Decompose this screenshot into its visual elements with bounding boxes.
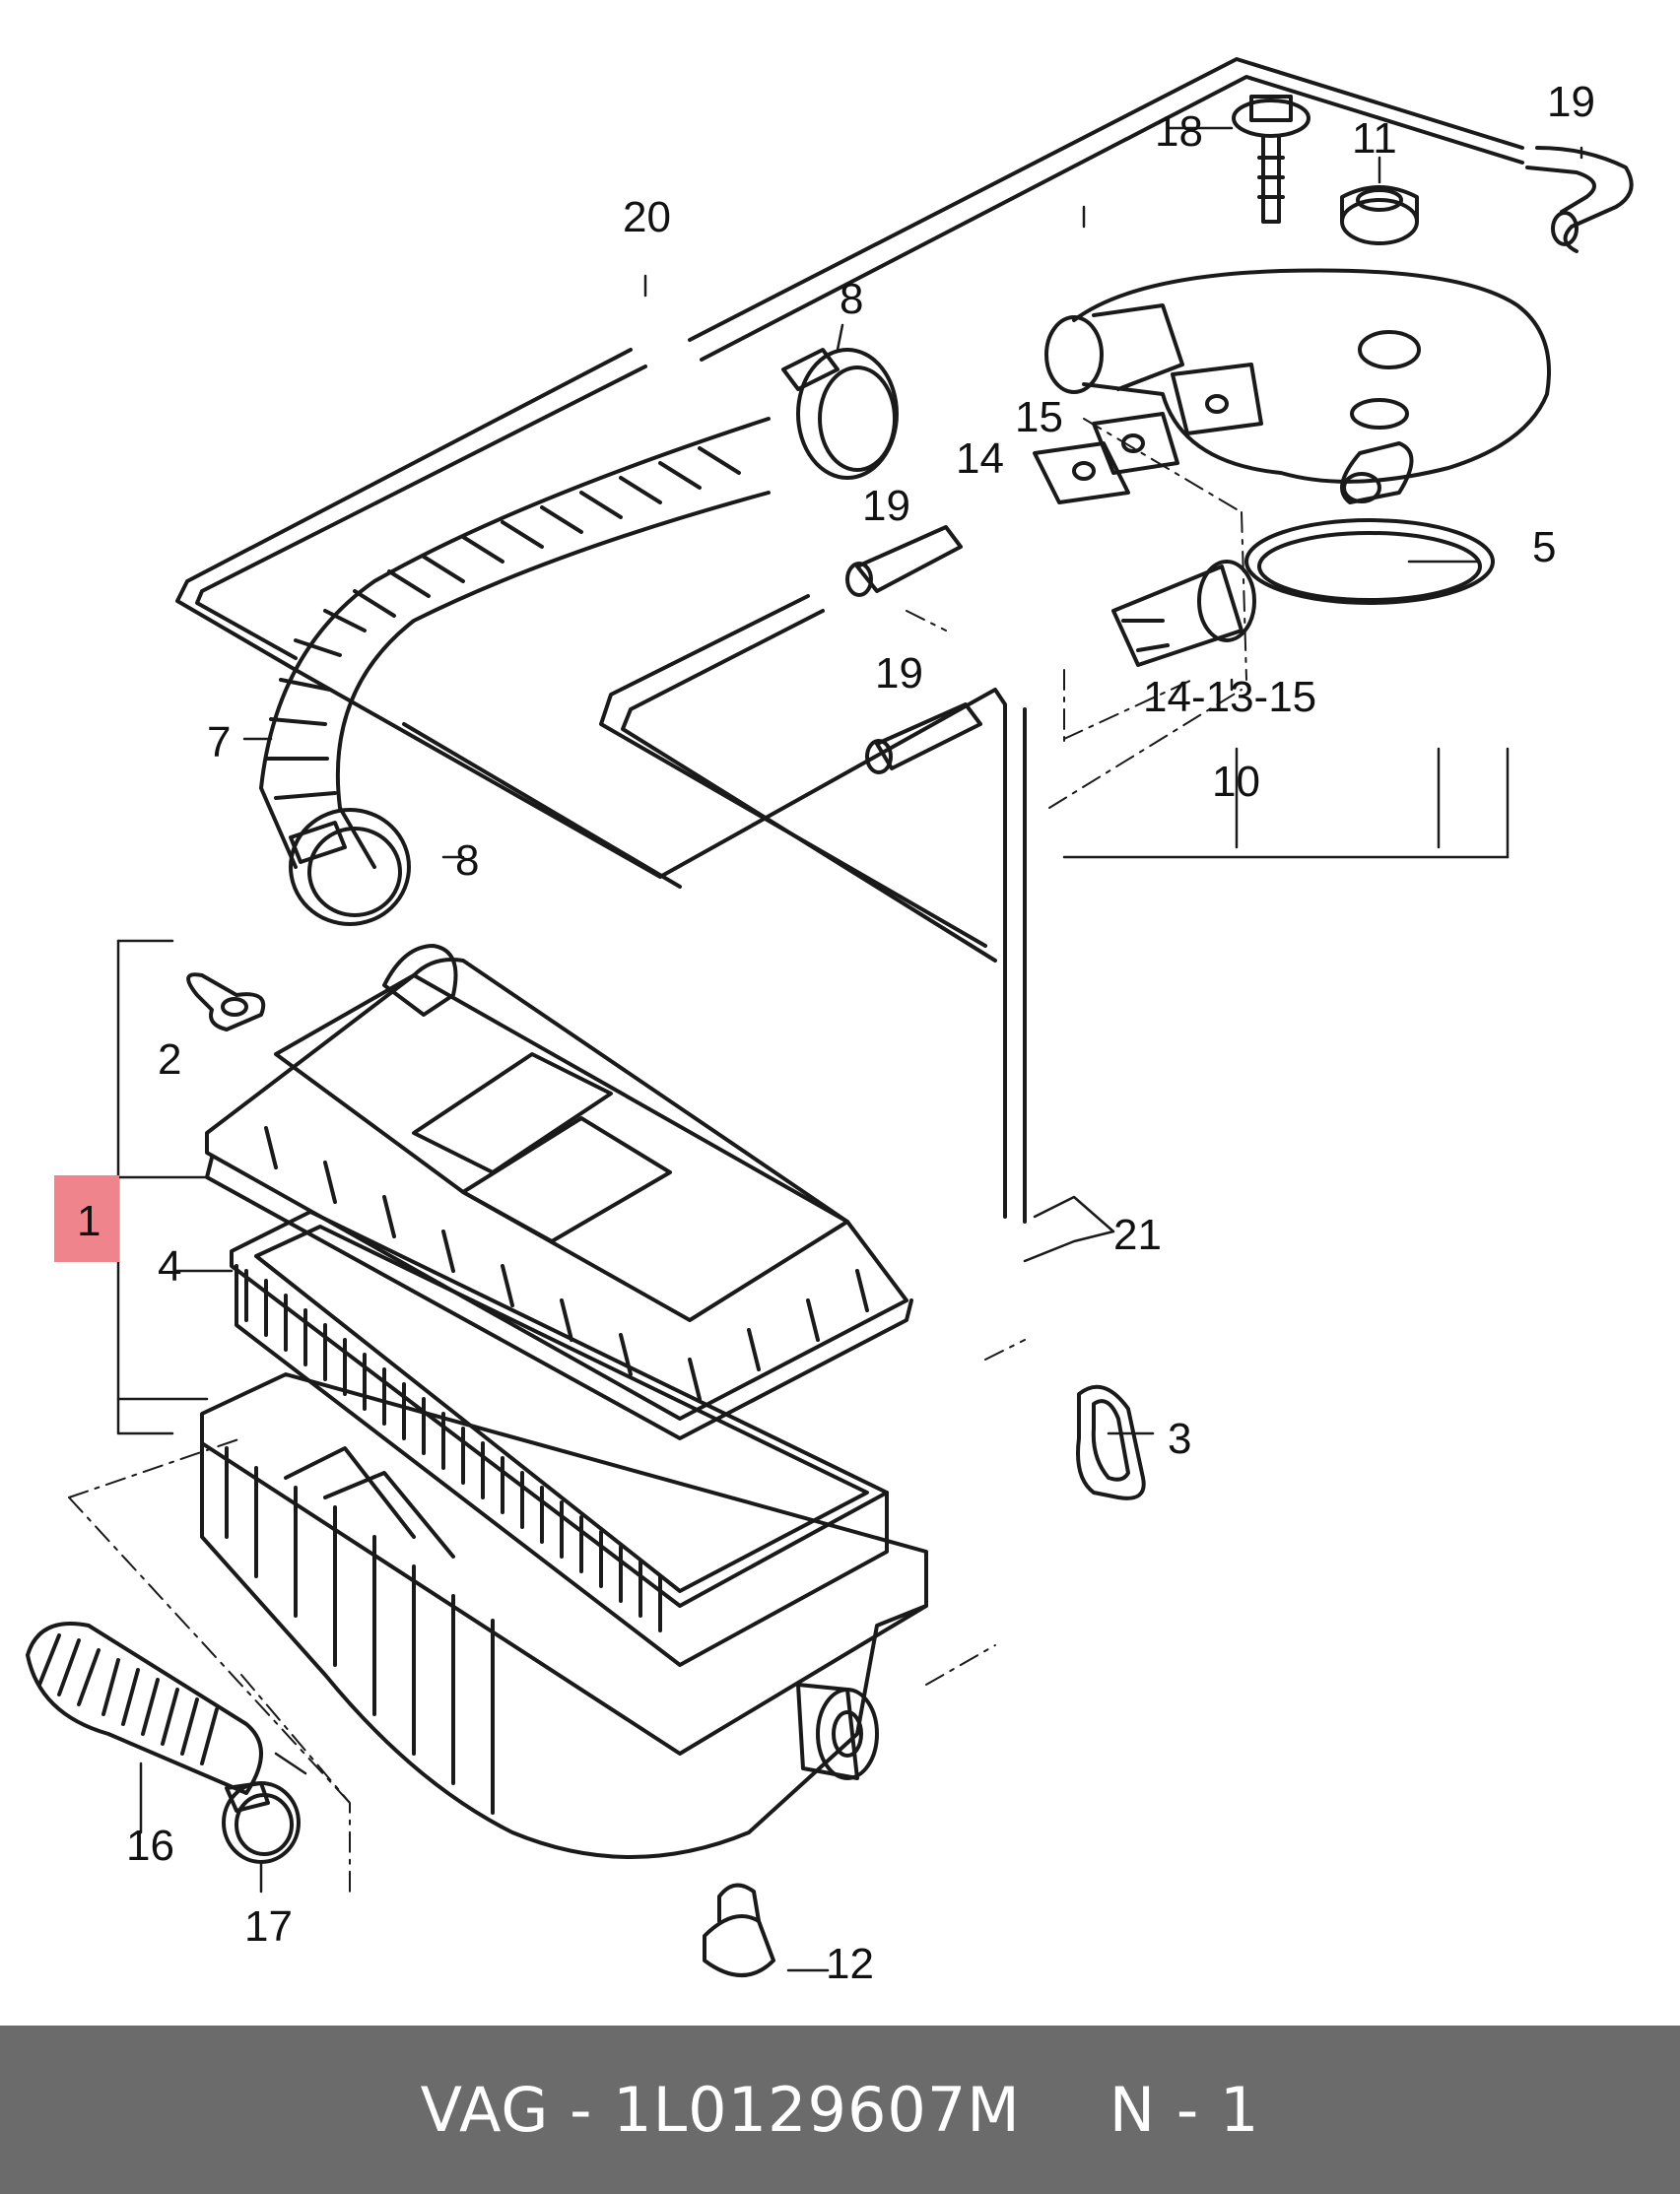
callout-7: 7 [207, 718, 231, 766]
highlight-box [54, 1175, 119, 1262]
callout-8-top: 8 [840, 275, 863, 323]
callout-11: 11 [1352, 114, 1397, 163]
callout-12: 12 [826, 1940, 874, 1988]
grommet-3 [1076, 1384, 1146, 1500]
intake-hose-7 [259, 417, 771, 869]
callout-17: 17 [244, 1902, 293, 1951]
callout-8-bottom: 8 [455, 836, 479, 885]
callout-15: 15 [1015, 393, 1063, 441]
clip-2 [186, 972, 266, 1031]
seal-ring-5 [1244, 518, 1495, 605]
hose-19-low [865, 702, 982, 774]
callout-10: 10 [1212, 758, 1260, 806]
vacuum-line-20 [175, 57, 1524, 1224]
rubber-mount-12 [703, 1883, 775, 1977]
callout-16: 16 [126, 1822, 174, 1870]
footer-bar: VAG - 1L0129607M N - 1 [0, 2026, 1680, 2194]
resonator-housing [1044, 268, 1551, 504]
callout-19-top: 19 [1547, 78, 1595, 126]
filter-element-4 [230, 1210, 889, 1667]
hose-19-mid [845, 525, 963, 597]
callout-18: 18 [1155, 107, 1203, 156]
quantity-label: N - 1 [1109, 2074, 1260, 2146]
bracket-14-15 [1033, 363, 1263, 504]
callout-21: 21 [1113, 1211, 1162, 1259]
bolt-18 [1232, 95, 1310, 224]
callout-14: 14 [956, 434, 1004, 483]
parts-diagram: 1 2 3 4 5 7 8 8 10 11 12 14 15 14-13-15 … [26, 57, 1634, 1988]
leader-lines [116, 126, 1583, 1972]
nut-11 [1340, 185, 1419, 245]
filter-cover [205, 944, 913, 1440]
callout-20: 20 [623, 193, 671, 241]
callout-19-low: 19 [875, 649, 923, 698]
hose-clamp-8-top [781, 348, 899, 480]
part-number-label: VAG - 1L0129607M [420, 2074, 1021, 2146]
reference-lines [68, 418, 1247, 1893]
callout-14-13-15: 14-13-15 [1143, 673, 1316, 721]
callout-4: 4 [158, 1242, 181, 1291]
callout-1: 1 [77, 1197, 101, 1245]
filter-housing [200, 1372, 928, 1859]
callout-19-mid: 19 [862, 482, 910, 530]
callout-2: 2 [158, 1035, 181, 1084]
vacuum-unit-13 [1111, 560, 1256, 667]
callout-5: 5 [1532, 523, 1556, 571]
hose-19-top [1525, 146, 1634, 253]
callout-3: 3 [1168, 1415, 1191, 1463]
clamp-17 [222, 1781, 301, 1864]
hose-clamp-8-bottom [289, 808, 411, 926]
intake-hose-16 [26, 1622, 263, 1795]
callout-labels: 1 2 3 4 5 7 8 8 10 11 12 14 15 14-13-15 … [77, 78, 1595, 1988]
